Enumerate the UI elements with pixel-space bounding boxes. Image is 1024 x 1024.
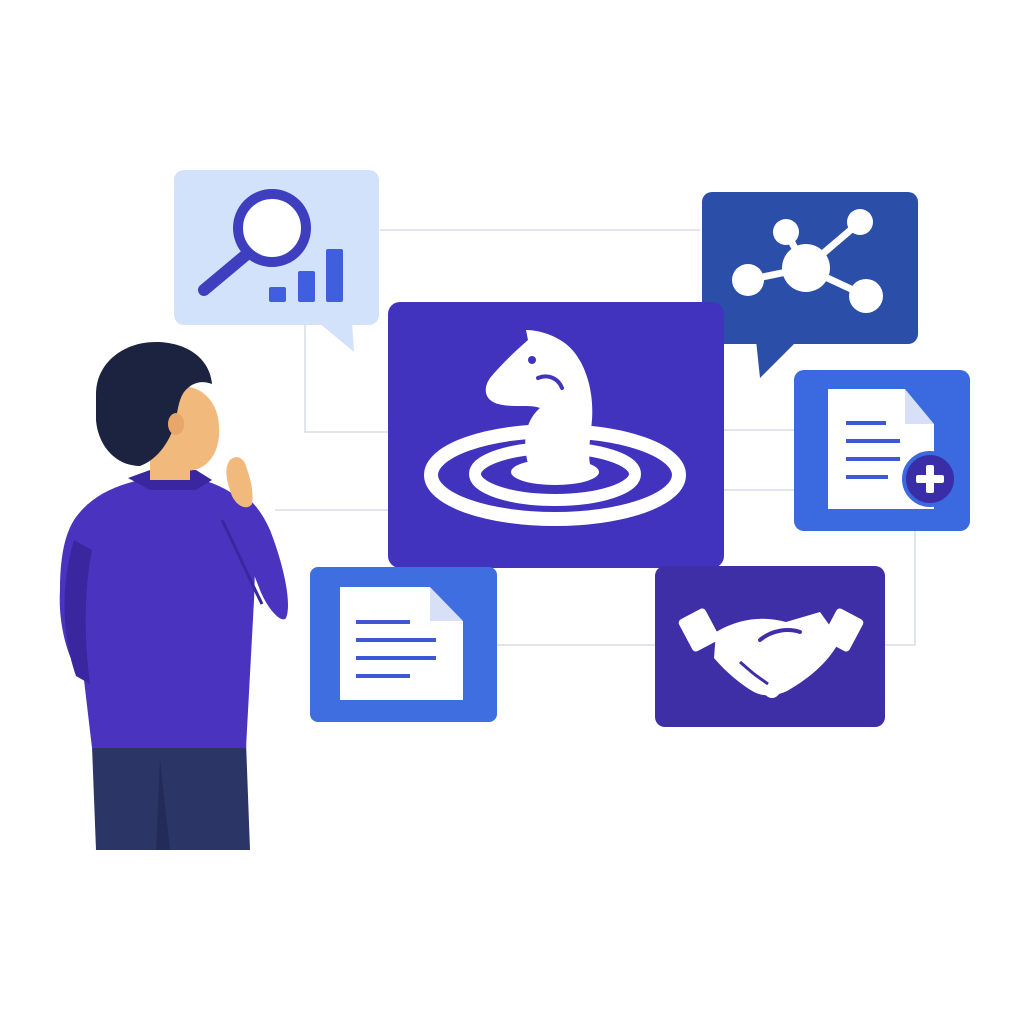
person-arm: [218, 492, 289, 620]
analytics-card: [174, 170, 379, 352]
network-nodes-icon: [732, 209, 883, 313]
person-pants: [92, 742, 250, 850]
document-add-card: [794, 370, 970, 531]
connector-analytics-center: [304, 320, 390, 433]
document-add-icon: [828, 389, 958, 509]
chess-knight-ripple-icon: [424, 330, 686, 526]
connector-docadd-handshake: [884, 530, 916, 646]
strategy-card: [388, 302, 724, 568]
document-icon: [340, 587, 463, 700]
connector-lines: [275, 229, 916, 646]
magnifier-with-bar-chart-icon: [198, 189, 343, 302]
thinking-person-illustration: [59, 342, 289, 850]
document-card: [310, 567, 497, 722]
handshake-card: [655, 566, 885, 727]
handshake-icon: [678, 608, 864, 698]
person-shirt: [59, 478, 255, 748]
person-hand: [226, 457, 253, 508]
network-card: [702, 192, 918, 378]
person-hair: [96, 342, 212, 466]
